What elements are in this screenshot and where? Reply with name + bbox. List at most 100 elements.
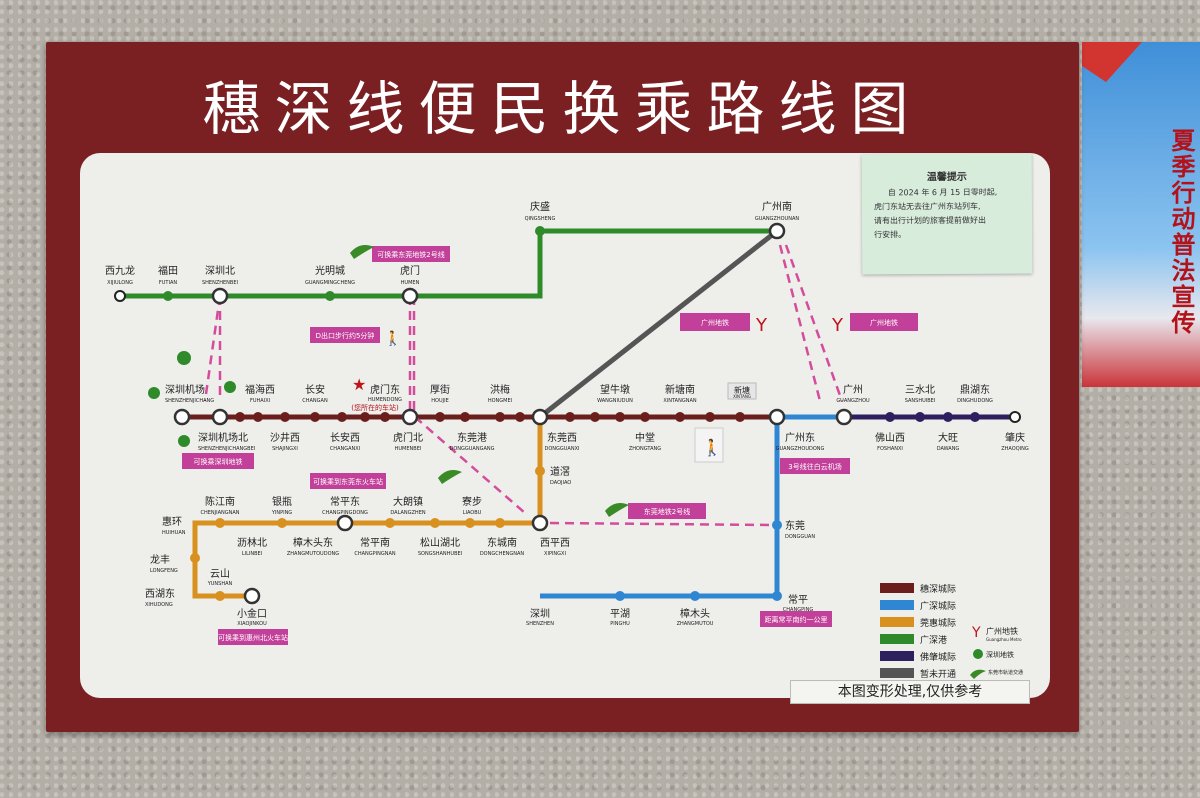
ring-xipingxi xyxy=(531,514,549,532)
stop-f xyxy=(360,412,370,422)
legend-swatch-notyet xyxy=(880,668,914,678)
label-hongmei-en: HONGMEI xyxy=(488,398,512,404)
transfer-dashes xyxy=(203,244,844,527)
stop-chenjiangnan xyxy=(215,518,225,528)
line-guanhui xyxy=(192,417,543,599)
transfer-dash-sz xyxy=(203,295,222,402)
stop-dongguan xyxy=(772,520,782,530)
tag-humen-metro-bg xyxy=(372,246,450,262)
tag-dg-east-bg xyxy=(310,473,386,489)
label-shenzhen-en: SHENZHEN xyxy=(526,621,554,627)
label-fuhaixi: 福海西 xyxy=(245,383,275,396)
label-dongguan: 东莞 xyxy=(785,519,805,532)
label-dongguan-en: DONGGUAN xyxy=(785,534,815,540)
label-dalangzhen-en: DALANGZHEN xyxy=(390,510,425,516)
sz-metro-logo-icon-3 xyxy=(224,381,236,393)
label-zhangmutou-en: ZHANGMUTOU xyxy=(677,621,714,627)
label-guangzhounan: 广州南 xyxy=(762,200,792,213)
label-zhongtang: 中堂 xyxy=(635,431,655,444)
label-xiaojinkou-en: XIAOJINKOU xyxy=(237,621,267,627)
stop-yunshan xyxy=(215,591,225,601)
gz-metro-legend-label: 广州地铁 xyxy=(986,626,1018,636)
ring-changpingdong xyxy=(336,514,354,532)
info-tags: 可换乘东莞地铁2号线 D出口步行约5分钟 广州地铁 广州地铁 可换乘深圳地铁 可… xyxy=(182,246,918,645)
label-huihuan: 惠环 xyxy=(162,515,182,528)
label-zhaoqing: 肇庆 xyxy=(1005,431,1025,444)
tag-gz-metro-1-bg xyxy=(680,313,750,331)
transfer-dash-gz1 xyxy=(778,244,822,402)
label-current-station-note: (您所在的车站) xyxy=(351,403,399,412)
dg-metro-logo-icon-3 xyxy=(605,503,629,517)
label-changpingdong: 常平东 xyxy=(330,495,360,508)
label-zhangmutoudong-en: ZHANGMUTOUDONG xyxy=(287,551,339,557)
label-xihudong-en: XIHUDONG xyxy=(145,602,173,608)
ring-humen xyxy=(401,287,419,305)
label-hongmei: 洪梅 xyxy=(490,383,510,396)
dg-metro-legend-icon xyxy=(970,669,986,679)
notice-line: 虎门东站无去往广州东站列车, xyxy=(873,201,981,212)
stop-b xyxy=(253,412,263,422)
ring-dongguanxi xyxy=(531,408,549,426)
stop-n xyxy=(615,412,625,422)
footer-disclaimer: 本图变形处理,仅供参考 xyxy=(790,680,1030,704)
walk-sign-box xyxy=(694,427,724,463)
label-shenzhenjichang: 深圳机场 xyxy=(165,383,205,396)
notice-body: 自 2024 年 6 月 15 日零时起, 虎门东站无去往广州东站列车, 请有出… xyxy=(874,186,1024,243)
green-stops xyxy=(163,226,545,301)
legend-swatch-guanhui xyxy=(880,617,914,627)
label-guangzhounan-en: GUANGZHOUNAN xyxy=(755,216,800,222)
label-chenjiangnan-en: CHENJIANGNAN xyxy=(200,510,239,516)
route-map-svg: ★ 西九龙 XIJIULONG 福田 FUTIAN 深圳北 SHENZHENBE… xyxy=(105,200,1029,680)
label-shenzhenbei: 深圳北 xyxy=(205,265,235,277)
gz-metro-legend-icon: Y xyxy=(971,625,981,641)
label-changpingdong-en: CHANGPINGDONG xyxy=(322,510,368,516)
label-shenzhen: 深圳 xyxy=(530,608,550,620)
label-dawang: 大旺 xyxy=(938,431,958,444)
label-humen: 虎门 xyxy=(400,264,420,277)
transfer-dash-gz2 xyxy=(784,244,844,402)
label-changan-en: CHANGAN xyxy=(302,398,328,404)
ring-xiaojinkou xyxy=(243,587,261,605)
legend-swatch-suishen xyxy=(880,583,914,593)
stop-songshanhubei xyxy=(430,518,440,528)
label-humenbei-en: HUMENBEI xyxy=(395,446,422,452)
station-labels: 西九龙 XIJIULONG 福田 FUTIAN 深圳北 SHENZHENBEI … xyxy=(105,200,1029,627)
transfer-dash-xp xyxy=(549,521,771,527)
label-dongguanxi: 东莞西 xyxy=(547,431,577,444)
transfer-dash-dg xyxy=(414,416,526,514)
stop-foshanxi xyxy=(885,412,895,422)
legend-swatch-guangshen xyxy=(880,600,914,610)
label-humenbei: 虎门北 xyxy=(393,431,423,444)
ring-shenzhenjichang xyxy=(173,408,191,426)
tag-cp-walk: 距离常平南约一公里 xyxy=(765,615,828,624)
legend-label-suishen: 穗深城际 xyxy=(920,583,956,595)
label-yinping: 银瓶 xyxy=(272,495,292,508)
label-changanxi: 长安西 xyxy=(330,431,360,444)
label-zhangmutou: 樟木头 xyxy=(680,607,710,620)
tag-humen-walk-bg xyxy=(310,327,380,343)
label-pinghu-en: PINGHU xyxy=(610,621,630,627)
stop-dongchengnan xyxy=(495,518,505,528)
walking-person-icon-2: 🚶 xyxy=(702,438,722,457)
stop-dalangzhen xyxy=(385,518,395,528)
label-shenzhenjichang-en: SHENZHENJICHANG xyxy=(165,398,214,404)
label-houjie: 厚街 xyxy=(430,383,450,396)
label-shenzhenbei-en: SHENZHENBEI xyxy=(202,280,238,286)
tag-sz-metro-bg xyxy=(182,453,254,469)
legend-label-notyet: 暂未开通 xyxy=(920,668,956,680)
tag-gz-line3: 3号线往白云机场 xyxy=(788,462,841,471)
label-qingsheng: 庆盛 xyxy=(530,200,550,213)
tag-gz-metro-2: 广州地铁 xyxy=(870,318,898,327)
label-dinghudong: 鼎湖东 xyxy=(960,383,990,396)
label-xijiulong-en: XIJIULONG xyxy=(107,280,133,286)
tag-sz-metro: 可换乘深圳地铁 xyxy=(194,457,243,466)
label-guangzhoudong-en: GUANGZHOUDONG xyxy=(776,446,825,452)
sz-metro-legend-label: 深圳地铁 xyxy=(986,650,1014,659)
label-humendong: 虎门东 xyxy=(370,383,400,396)
walking-person-icon: 🚶 xyxy=(384,330,401,347)
stop-guangmingcheng xyxy=(325,291,335,301)
label-changanxi-en: CHANGANXI xyxy=(330,446,360,452)
current-station-star-icon: ★ xyxy=(352,375,366,394)
label-changpingnan: 常平南 xyxy=(360,536,390,549)
tag-cp-walk-bg xyxy=(760,611,832,627)
